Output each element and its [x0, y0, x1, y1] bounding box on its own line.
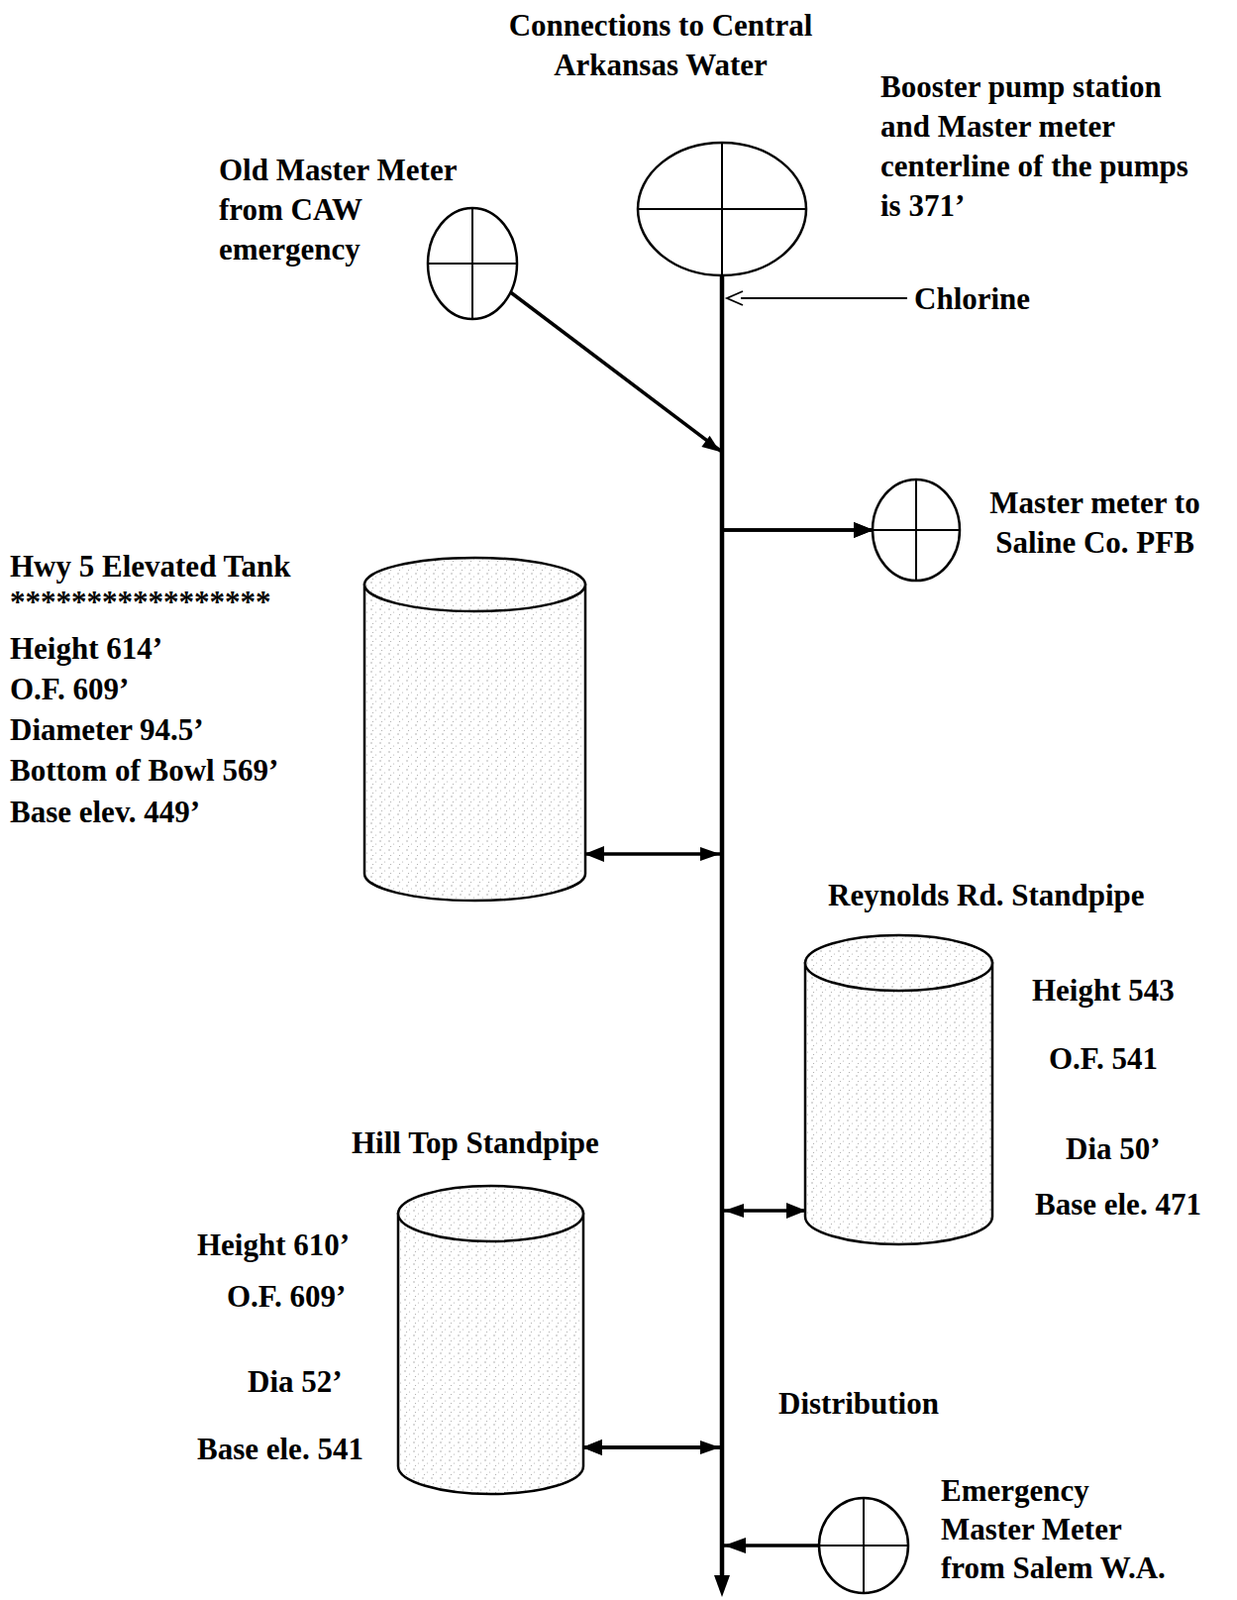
tank-body [805, 962, 993, 1244]
tank-spec: Height 543 [1031, 970, 1175, 1011]
tank-body [398, 1213, 584, 1494]
node-label: Master meter to Saline Co. PFB [968, 483, 1222, 563]
node-label: Old Master Meter from CAW emergency [218, 150, 497, 270]
tank-top [364, 557, 586, 612]
tank-name: Hill Top Standpipe [351, 1123, 600, 1163]
tank-spec: Height 614’ [9, 628, 163, 669]
master-meter: Master meter to Saline Co. PFB [869, 475, 1231, 592]
diagram-title: Connections to Central Arkansas Water [477, 5, 844, 86]
node-label: Emergency Master Meter from Salem W.A. [940, 1470, 1189, 1587]
tank-top [398, 1185, 584, 1241]
tank-spec: Bottom of Bowl 569’ [9, 750, 279, 791]
meter-cross [915, 479, 918, 581]
meter-symbol [815, 1493, 913, 1597]
tank-symbol [394, 1181, 588, 1498]
meter-outline [427, 207, 517, 319]
pump-station-meter: Booster pump station and Master meter ce… [633, 59, 1200, 280]
pipe-connector [583, 275, 722, 1447]
meter-outline [872, 479, 960, 581]
tank-spec: Base ele. 541 [197, 1429, 364, 1469]
tank-spec: Dia 52’ [247, 1361, 343, 1402]
tank-symbol [801, 930, 997, 1248]
meter-cross [471, 207, 474, 319]
pipe-label: Chlorine [914, 279, 1031, 319]
chlorine-arrowhead [726, 291, 743, 306]
pipe-connector [721, 275, 806, 1211]
master-meter: Old Master Meter from CAW emergency [212, 148, 522, 329]
tank-spec: ***************** [9, 582, 272, 622]
meter-cross [721, 142, 723, 276]
standpipe-tank: Reynolds Rd. StandpipeHeight 543O.F. 541… [805, 871, 1232, 1250]
master-meter: Emergency Master Meter from Salem W.A. [819, 1467, 1233, 1599]
tank-spec: Base elev. 449’ [9, 792, 201, 832]
tank-body [364, 584, 586, 901]
tank-name: Hwy 5 Elevated Tank [9, 546, 291, 587]
tank-top [805, 934, 993, 991]
tank-spec: Base ele. 471 [1034, 1184, 1202, 1225]
tank-spec: Diameter 94.5’ [9, 710, 205, 750]
tank-spec: O.F. 609’ [9, 669, 129, 710]
pipe-label: Distribution [778, 1383, 939, 1424]
tank-spec: Height 610’ [197, 1225, 350, 1265]
meter-symbol [868, 475, 964, 585]
tank-symbol [360, 553, 590, 905]
pipe-connector [583, 1446, 820, 1546]
tank-spec: O.F. 541 [1048, 1038, 1158, 1079]
tank-spec: O.F. 609’ [226, 1276, 346, 1317]
standpipe-tank: Hill Top StandpipeHeight 610’ O.F. 609’ Di… [193, 1119, 602, 1503]
node-label: Booster pump station and Master meter ce… [880, 67, 1198, 226]
elevated-tank: Hwy 5 Elevated Tank***************** Heig… [7, 534, 595, 906]
chlorine-leader [740, 297, 908, 300]
meter-symbol [633, 138, 811, 280]
pipe-connector [511, 292, 874, 530]
meter-cross [862, 1497, 865, 1593]
meter-outline [637, 142, 807, 276]
pipe-connector [721, 275, 873, 530]
tank-spec: Dia 50’ [1065, 1129, 1161, 1169]
flow-arrowhead [714, 1574, 730, 1597]
tank-name: Reynolds Rd. Standpipe [827, 875, 1145, 916]
meter-symbol [423, 204, 521, 323]
meter-outline [819, 1497, 909, 1593]
